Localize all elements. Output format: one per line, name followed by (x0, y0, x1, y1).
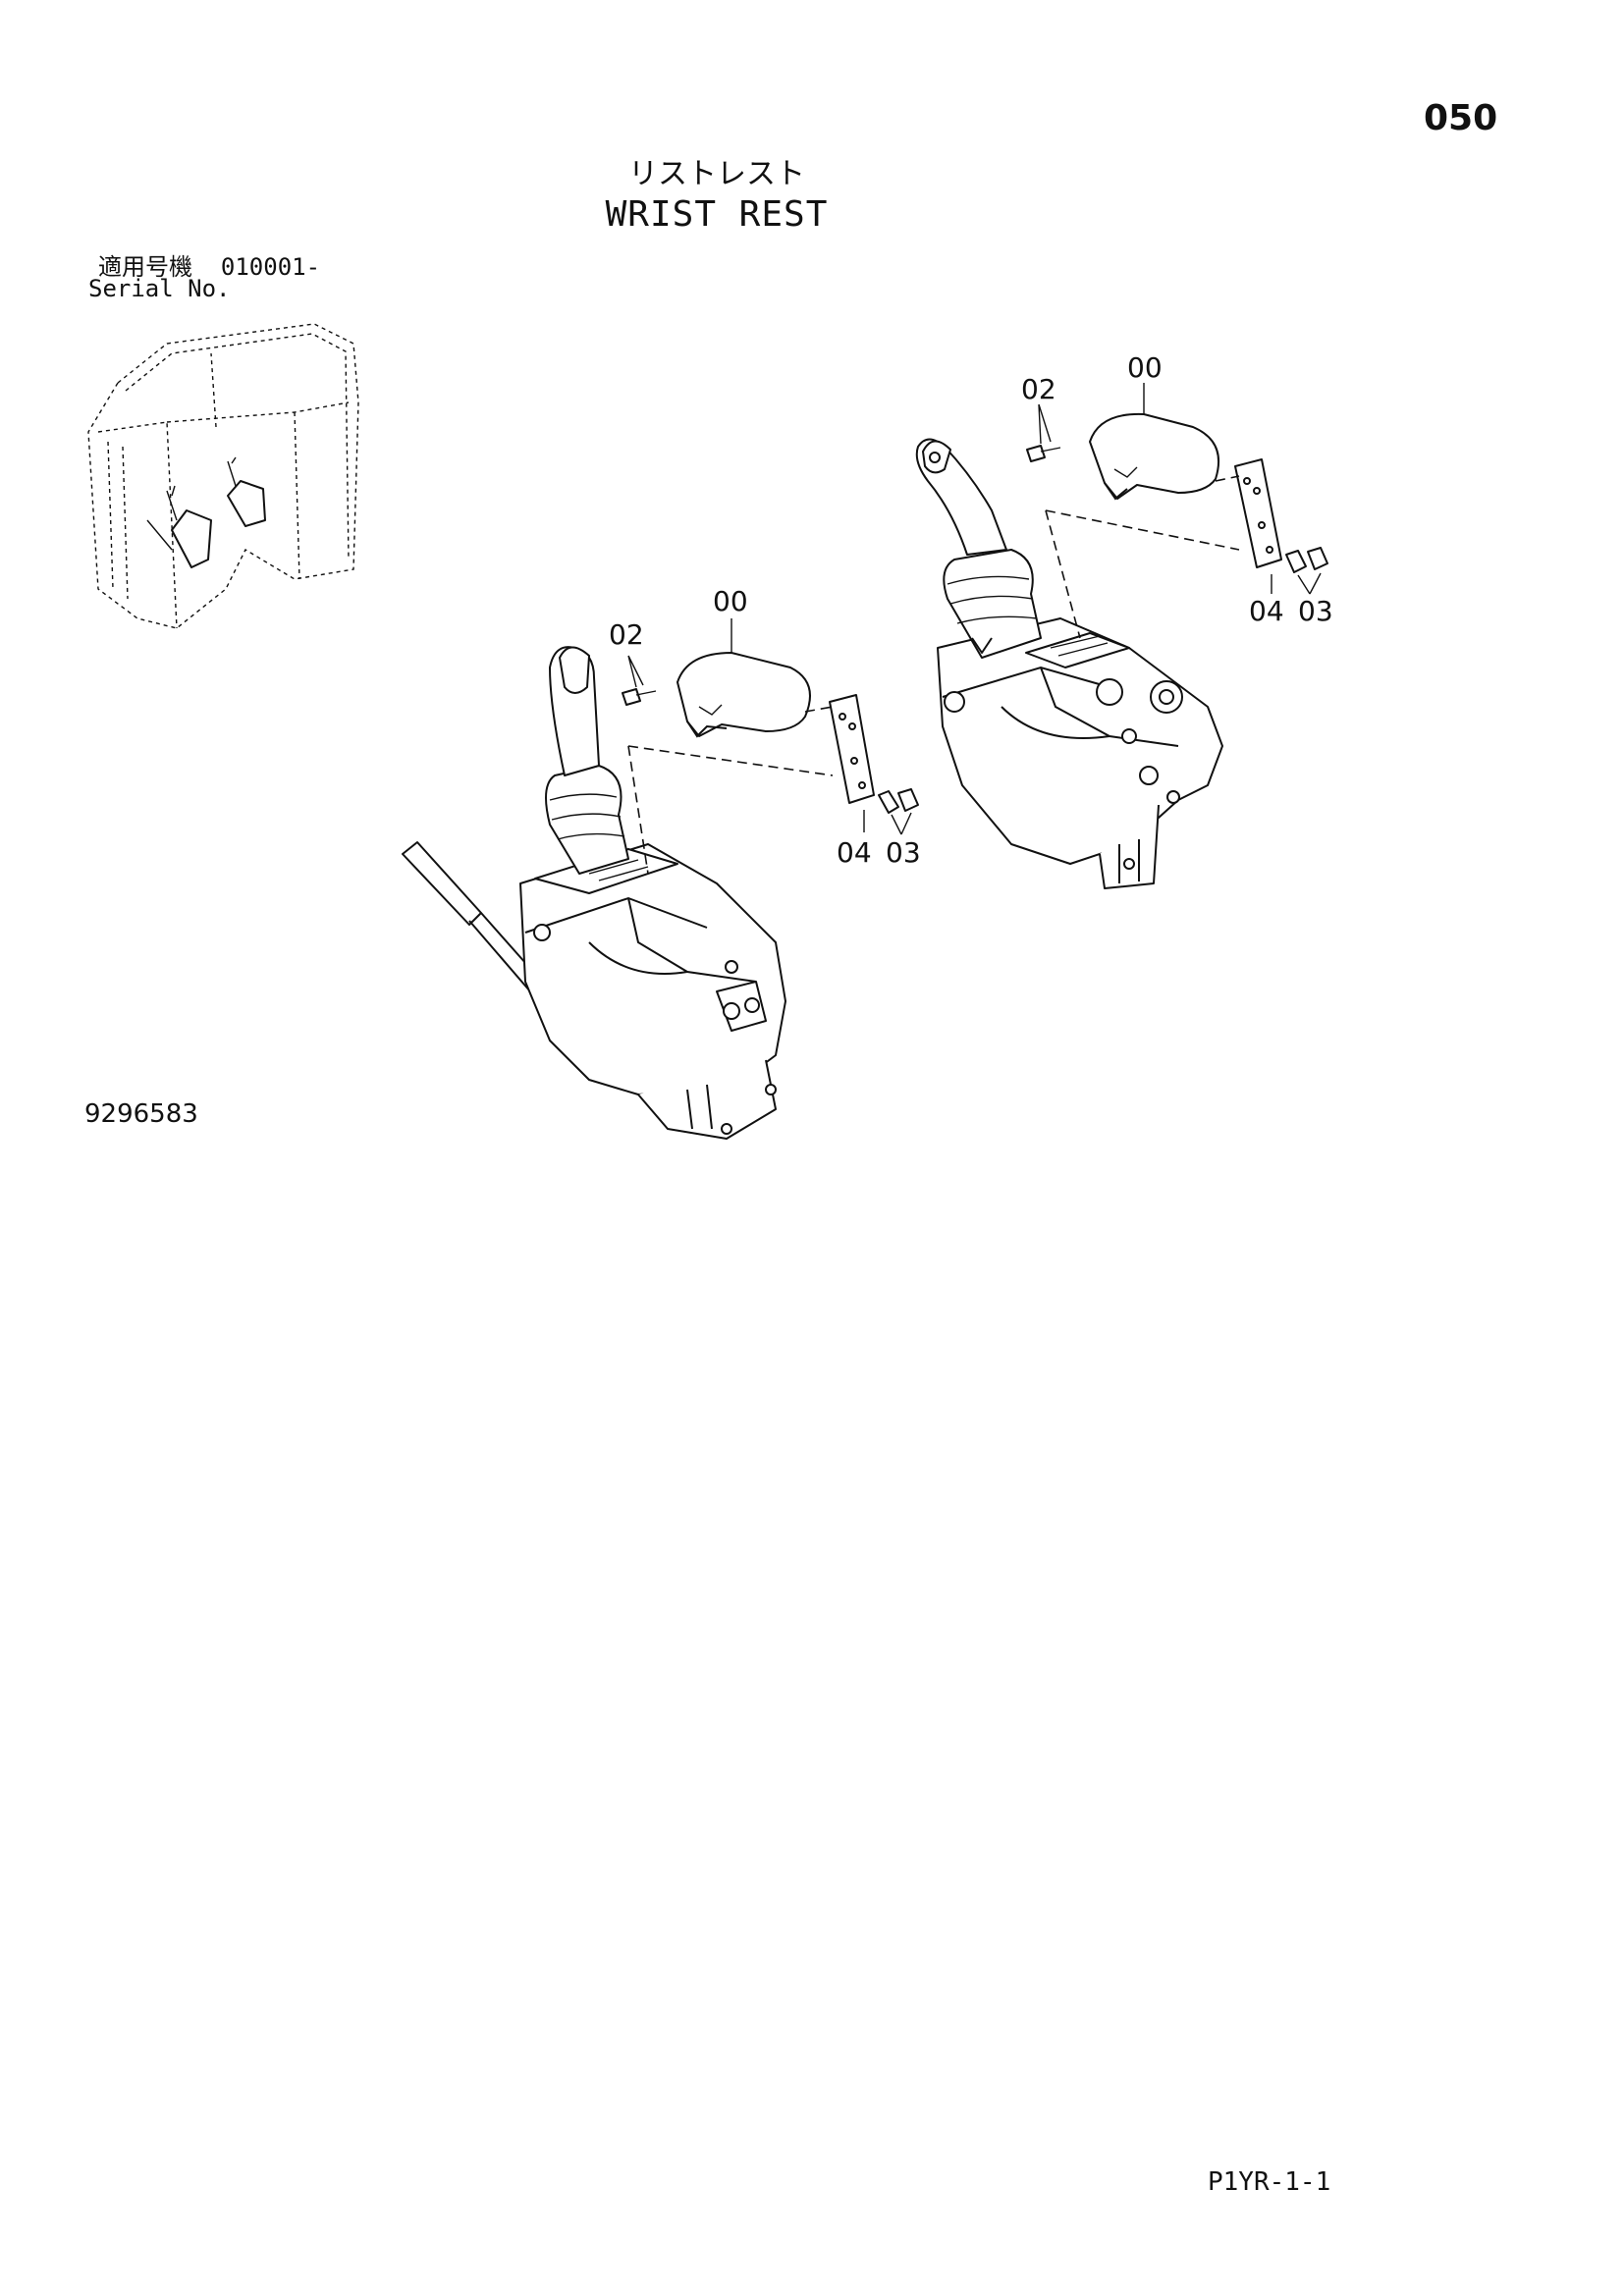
callout-left-bracket: 04 (837, 836, 872, 869)
callout-left-bolt: 03 (886, 836, 921, 869)
callout-left-screw: 02 (609, 618, 644, 651)
left-control-lever-assembly (402, 646, 786, 1140)
drawing-number: 9296583 (84, 1099, 198, 1129)
callout-right-bracket: 04 (1249, 595, 1284, 627)
title-english: WRIST REST (605, 194, 829, 235)
callout-right-screw: 02 (1021, 373, 1056, 405)
callout-left-wrist-rest: 00 (713, 585, 748, 617)
cab-locator-thumbnail (87, 323, 359, 629)
right-control-lever-assembly (915, 438, 1223, 889)
right-wrist-rest-parts (1026, 383, 1328, 639)
left-wrist-rest-parts (622, 618, 919, 875)
callout-right-bolt: 03 (1298, 595, 1333, 627)
serial-label-en: Serial No. (88, 275, 231, 302)
callout-right-wrist-rest: 00 (1127, 351, 1163, 384)
serial-range: 010001- (220, 253, 321, 281)
serial-applicability: 適用号機 010001- (98, 247, 320, 282)
page-code: P1YR-1-1 (1208, 2167, 1331, 2197)
serial-label-jp: 適用号機 (98, 253, 192, 281)
page-number: 050 (1424, 98, 1498, 138)
title-japanese: リストレスト (628, 157, 805, 191)
